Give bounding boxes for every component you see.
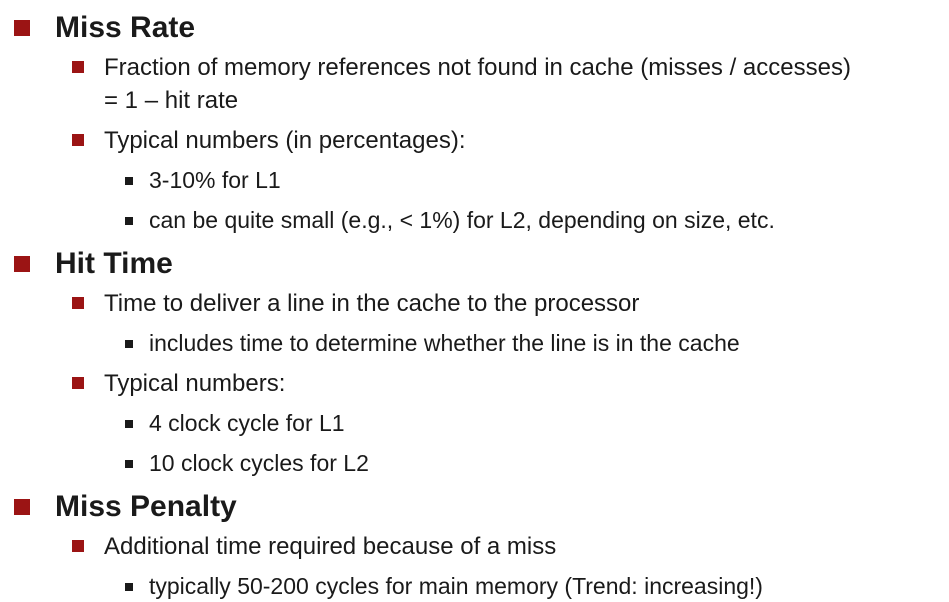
bullet-item-text: typically 50-200 cycles for main memory … (149, 573, 763, 599)
section-hit-time: Hit Time Time to deliver a line in the c… (0, 244, 949, 480)
bullet-item: 10 clock cycles for L2 (0, 447, 949, 480)
square-bullet-icon (125, 420, 133, 428)
bullet-item-text: 10 clock cycles for L2 (149, 450, 369, 476)
section-heading: Hit Time (0, 244, 949, 283)
square-bullet-icon (125, 217, 133, 225)
bullet-item-text: 3-10% for L1 (149, 167, 281, 193)
square-bullet-icon (14, 20, 30, 36)
bullet-item: Time to deliver a line in the cache to t… (0, 287, 949, 320)
section-heading: Miss Penalty (0, 487, 949, 526)
bullet-item: includes time to determine whether the l… (0, 327, 949, 360)
bullet-item: can be quite small (e.g., < 1%) for L2, … (0, 204, 949, 237)
square-bullet-icon (72, 377, 84, 389)
bullet-item: 3-10% for L1 (0, 164, 949, 197)
square-bullet-icon (14, 499, 30, 515)
square-bullet-icon (125, 460, 133, 468)
section-title: Miss Rate (55, 11, 196, 44)
bullet-item-text: includes time to determine whether the l… (149, 330, 740, 356)
square-bullet-icon (125, 177, 133, 185)
square-bullet-icon (72, 540, 84, 552)
section-miss-rate: Miss Rate Fraction of memory references … (0, 8, 949, 237)
bullet-item-text: Typical numbers (in percentages): (104, 127, 466, 154)
section-title: Hit Time (55, 247, 173, 280)
bullet-item: 4 clock cycle for L1 (0, 407, 949, 440)
bullet-item-text: 4 clock cycle for L1 (149, 410, 345, 436)
square-bullet-icon (125, 340, 133, 348)
bullet-item-text: Additional time required because of a mi… (104, 533, 557, 560)
bullet-item: Additional time required because of a mi… (0, 530, 949, 563)
section-miss-penalty: Miss Penalty Additional time required be… (0, 487, 949, 602)
bullet-item: Fraction of memory references not found … (0, 51, 949, 117)
square-bullet-icon (72, 297, 84, 309)
bullet-item-text: Time to deliver a line in the cache to t… (104, 290, 640, 317)
bullet-item-text: can be quite small (e.g., < 1%) for L2, … (149, 207, 775, 233)
square-bullet-icon (125, 583, 133, 591)
square-bullet-icon (72, 134, 84, 146)
section-title: Miss Penalty (55, 490, 237, 523)
section-heading: Miss Rate (0, 8, 949, 47)
bullet-item: Typical numbers: (0, 367, 949, 400)
bullet-item-text: Fraction of memory references not found … (104, 54, 851, 114)
bullet-item: typically 50-200 cycles for main memory … (0, 570, 949, 602)
square-bullet-icon (14, 256, 30, 272)
square-bullet-icon (72, 61, 84, 73)
bullet-item-text: Typical numbers: (104, 370, 286, 397)
bullet-item: Typical numbers (in percentages): (0, 124, 949, 157)
